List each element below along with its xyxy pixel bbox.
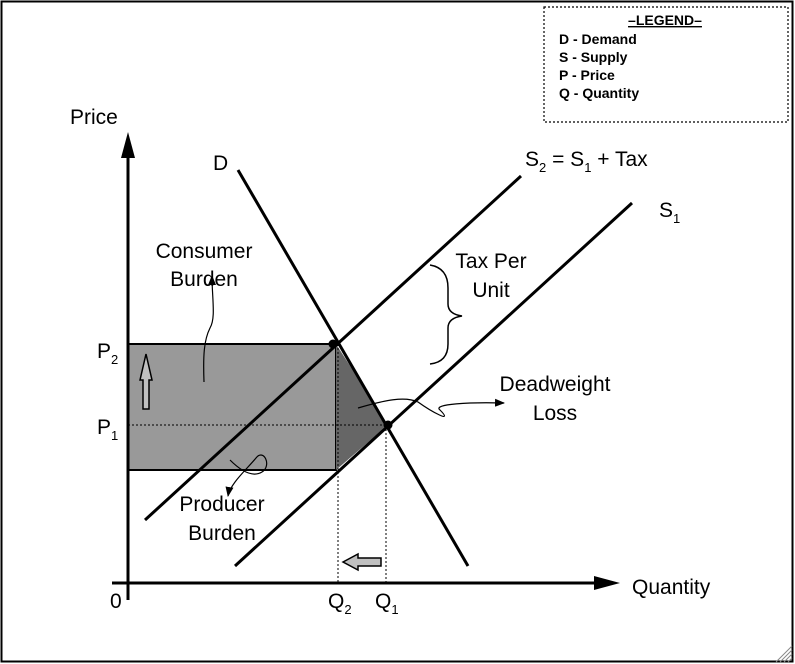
supply-curve: [233, 201, 634, 568]
supply-label: S1: [659, 199, 680, 226]
price-increase-arrow-icon: [139, 353, 153, 410]
producer-burden-label-line2: Burden: [188, 522, 256, 545]
q2-label: Q2: [328, 590, 352, 617]
deadweight-loss-label-line1: Deadweight: [500, 373, 611, 396]
legend-title: –LEGEND–: [628, 12, 702, 28]
tax-per-unit-brace: [429, 264, 463, 365]
tax-revenue-area: [127, 343, 337, 471]
quantity-decrease-arrow-icon: [341, 552, 382, 572]
demand-label: D: [213, 152, 228, 175]
tax-per-unit-label-line1: Tax Per: [455, 250, 526, 273]
producer-burden-pointer: [225, 454, 268, 497]
p2-label: P2: [97, 340, 118, 367]
x-axis-label: Quantity: [632, 576, 711, 599]
legend: –LEGEND– D - Demand S - Supply P - Price…: [543, 6, 789, 123]
guide-lines: [128, 344, 388, 582]
y-axis-arrowhead: [121, 132, 135, 158]
consumer-burden-label-line1: Consumer: [156, 240, 253, 263]
p1-label: P1: [97, 416, 118, 443]
y-axis-label: Price: [70, 106, 118, 129]
deadweight-loss-label-line2: Loss: [533, 402, 577, 425]
legend-item-quantity: Q - Quantity: [559, 85, 639, 101]
legend-box: [543, 6, 789, 123]
legend-item-demand: D - Demand: [559, 31, 637, 47]
deadweight-loss-pointer: [357, 398, 505, 417]
legend-item-price: P - Price: [559, 67, 615, 83]
resize-grip-icon[interactable]: [775, 645, 793, 663]
demand-curve: [236, 169, 470, 567]
x-axis-arrowhead: [594, 576, 620, 590]
consumer-burden-label-line2: Burden: [170, 268, 238, 291]
legend-item-supply: S - Supply: [559, 49, 628, 65]
taxed-equilibrium-point: [328, 339, 338, 349]
consumer-burden-pointer: [203, 275, 217, 383]
q1-label: Q1: [375, 590, 399, 617]
tax-per-unit-label-line2: Unit: [472, 279, 510, 302]
supply-taxed-label: S2 = S1 + Tax: [525, 148, 648, 175]
equilibrium-point: [383, 420, 393, 430]
producer-burden-label-line1: Producer: [179, 493, 264, 516]
origin-label: 0: [110, 590, 122, 613]
